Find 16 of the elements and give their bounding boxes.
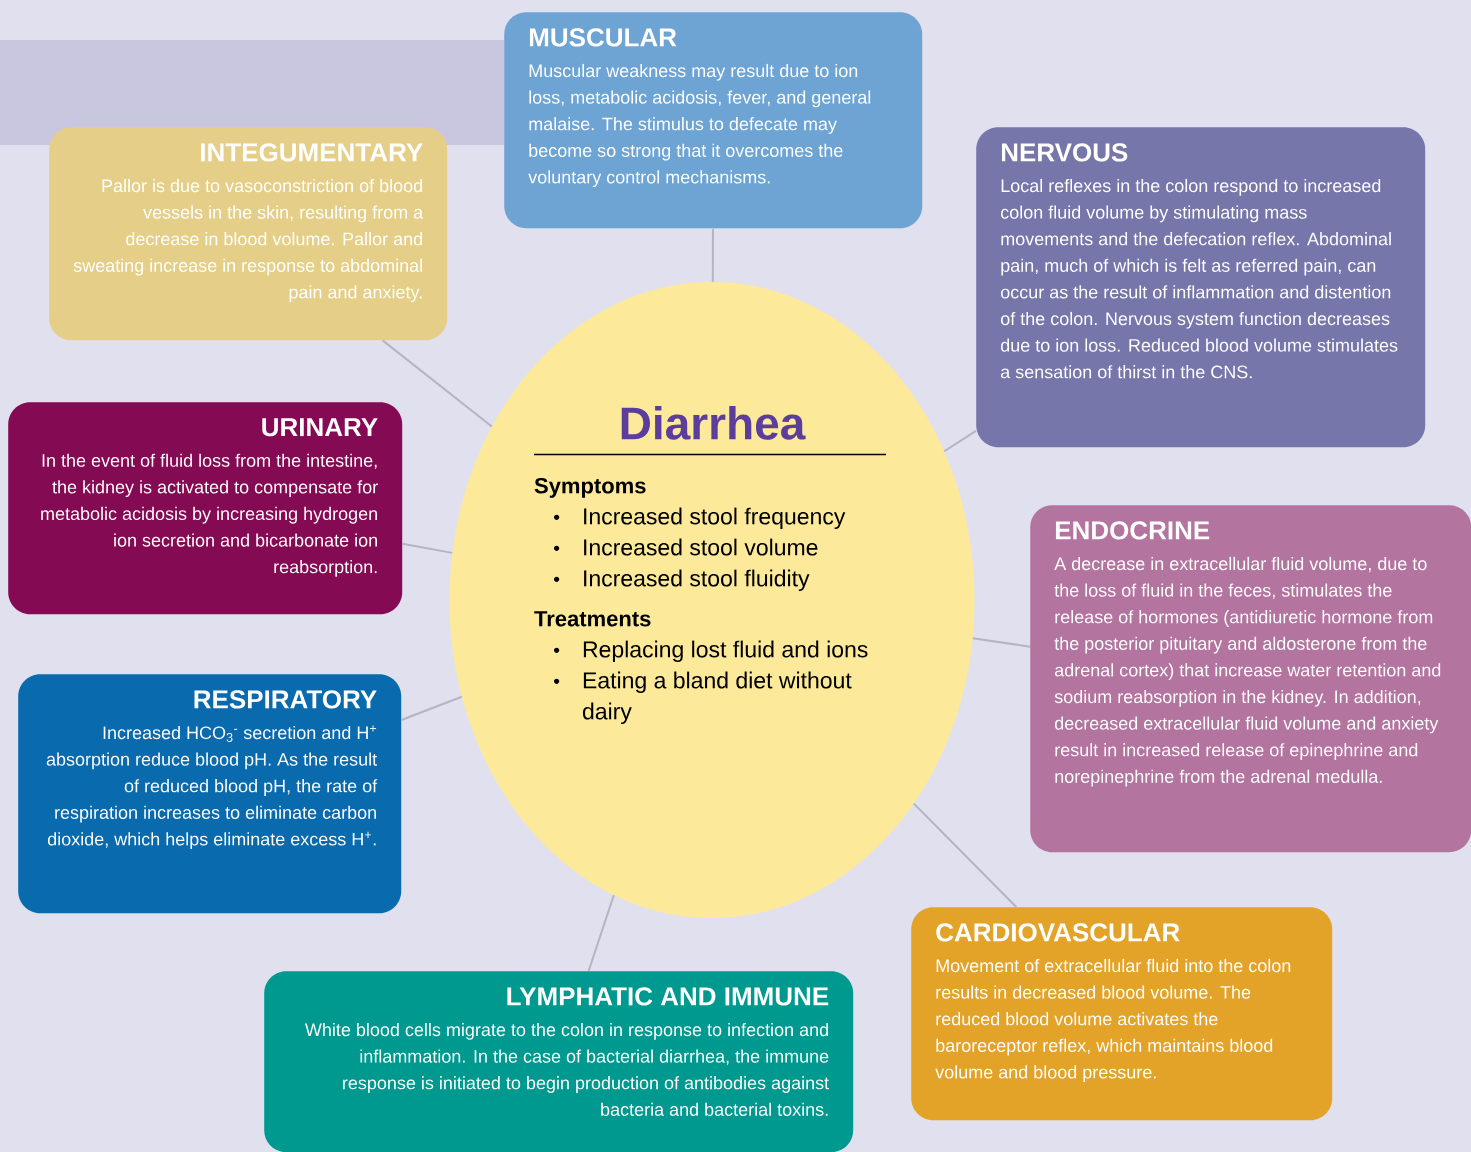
info-box: RESPIRATORY Increased HCO$_{3}$$^{-}$ secretion and H$^{+}$ absorption reduce blood pH. As the result of reduced blood pH, the rate of respiration increases to eliminate carbon dioxide, which helps eliminate excess H$^{+}$. [18, 674, 402, 914]
info-box: URINARY In the event of fluid loss from the intestine, the kidney is activated to compensate for metabolic acidosis by increasing hydrogen ion secretion and bicarbonate ion reabsorption. [8, 402, 403, 615]
connector-line [400, 695, 463, 722]
connector-line [587, 894, 615, 972]
info-box: MUSCULAR Muscular weakness may result due to ion loss, metabolic acidosis, fever, and general malaise. The stimulus to defecate may become so strong that it overcomes the voluntary control mechanisms. [504, 12, 923, 229]
connector-line [401, 542, 454, 554]
info-box: INTEGUMENTARY Pallor is due to vasoconstriction of blood vessels in the skin, resulting from a decrease in blood volume. Pallor and sweating increase in response to abdominal pain and anxiety. [49, 127, 448, 341]
info-box: NERVOUS Local reflexes in the colon respond to increased colon fluid volume by stimulating mass movements and the defecation reflex. Abdominal pain, much of which is felt as referred pain, can occur as the result of inflammation and distention of the colon. Nervous system function decreases due to ion loss. Reduced blood volume stimulates a sensation of thirst in the CNS. [976, 127, 1426, 448]
info-box: CARDIOVASCULAR Movement of extracellular fluid into the colon results in decreased blood volume. The reduced blood volume activates the baroreceptor reflex, which maintains blood volume and blood pressure. [911, 907, 1333, 1121]
connector-line [381, 339, 493, 428]
info-box: ENDOCRINE A decrease in extracellular fluid volume, due to the loss of fluid in the feces, stimulates the release of hormones (antidiuretic hormone from the posterior pituitary and aldosterone from the adrenal cortex) that increase water retention and sodium reabsorption in the kidney. In addition, decreased extracellular fluid volume and anxiety result in increased release of epinephrine and norepinephrine from the adrenal medulla. [1030, 505, 1471, 853]
connector-line [912, 802, 1018, 908]
info-box: LYMPHATIC AND IMMUNE White blood cells migrate to the colon in response to infection and inflammation. In the case of bacterial diarrhea, the immune response is initiated to begin production of antibodies against bacteria and bacterial toxins. [264, 971, 854, 1152]
connector-line [711, 227, 714, 283]
connector-line [971, 637, 1031, 648]
connector-line [943, 429, 977, 453]
